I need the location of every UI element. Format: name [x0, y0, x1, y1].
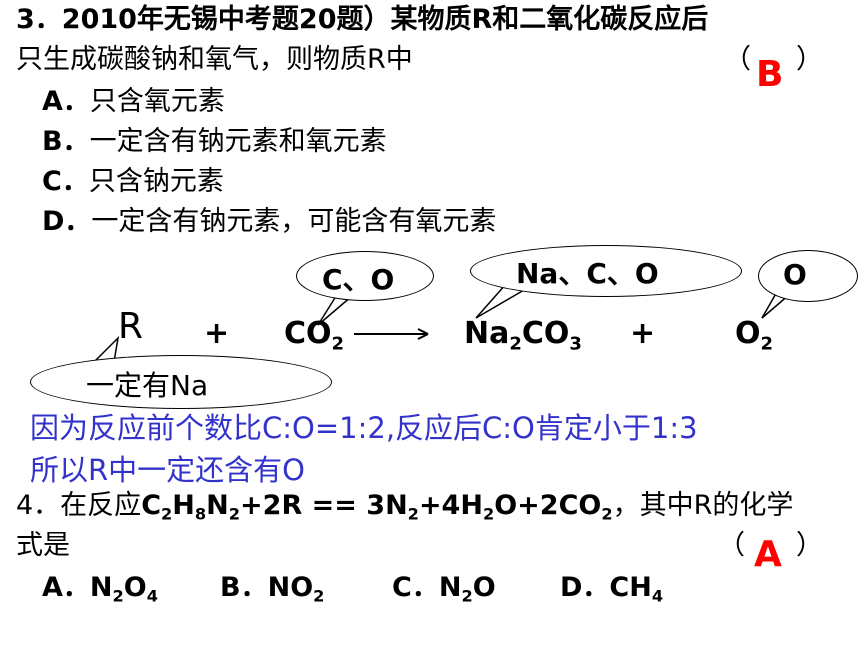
equation-co2: CO2	[284, 316, 345, 355]
option-letter: A．	[42, 86, 90, 117]
equation-na2co3: Na2CO3	[464, 316, 582, 355]
option-text: 只含氧元素	[89, 86, 225, 117]
q4-answer: A	[754, 534, 782, 575]
q3-paren-open: （	[724, 44, 751, 75]
bubble-na2co3-text: Na、C、O	[516, 257, 659, 290]
q3-paren-close: ）	[796, 44, 823, 75]
q3-stem-line1: 3．2010年无锡中考题20题）某物质R和二氧化碳反应后	[16, 4, 709, 35]
explanation-line2: 所以R中一定还含有O	[30, 453, 305, 487]
equation-plus-1: +	[204, 316, 230, 351]
q3-option-a: A．只含氧元素	[42, 86, 225, 117]
equation-plus-2: +	[630, 316, 656, 351]
q3-answer: B	[756, 54, 784, 95]
option-letter: B．	[42, 126, 90, 157]
q4-stem-line1: 4．在反应C2H8N2+2R == 3N2+4H2O+2CO2，其中R的化学	[16, 490, 794, 524]
q4-paren-close: ）	[796, 530, 823, 561]
q3-option-d: D．一定含有钠元素，可能含有氧元素	[42, 206, 496, 237]
bubble-na2co3	[470, 245, 742, 297]
q3-stem-line2: 只生成碳酸钠和氧气，则物质R中	[16, 44, 413, 75]
equation-r: R	[118, 306, 144, 347]
q4-option-c: C．N2O	[392, 572, 496, 606]
bubble-co2-text: C、O	[322, 263, 395, 296]
option-letter: C．	[42, 166, 89, 197]
bubble-o2-text: O	[783, 258, 807, 291]
q4-option-d: D．CH4	[560, 572, 664, 606]
q3-option-c: C．只含钠元素	[42, 166, 224, 197]
equation-o2: O2	[735, 316, 774, 355]
q3-option-b: B．一定含有钠元素和氧元素	[42, 126, 387, 157]
option-text: 只含钠元素	[88, 166, 224, 197]
bubble-o2	[758, 250, 858, 302]
q4-option-b: B．NO2	[220, 572, 325, 606]
q3-stem-line2-text: 只生成碳酸钠和氧气，则物质R中	[16, 44, 413, 75]
q4-stem-line2: 式是	[16, 530, 70, 561]
q4-paren-open: （	[718, 530, 745, 561]
option-text: 一定含有钠元素，可能含有氧元素	[91, 206, 497, 237]
bubble-r-text: 一定有Na	[86, 369, 209, 402]
option-letter: D．	[42, 206, 92, 237]
q4-option-a: A．N2O4	[42, 572, 158, 606]
option-text: 一定含有钠元素和氧元素	[89, 126, 387, 157]
bubble-r	[30, 355, 332, 409]
explanation-line1: 因为反应前个数比C:O=1:2,反应后C:O肯定小于1:3	[30, 411, 698, 445]
bubble-co2	[296, 251, 434, 301]
